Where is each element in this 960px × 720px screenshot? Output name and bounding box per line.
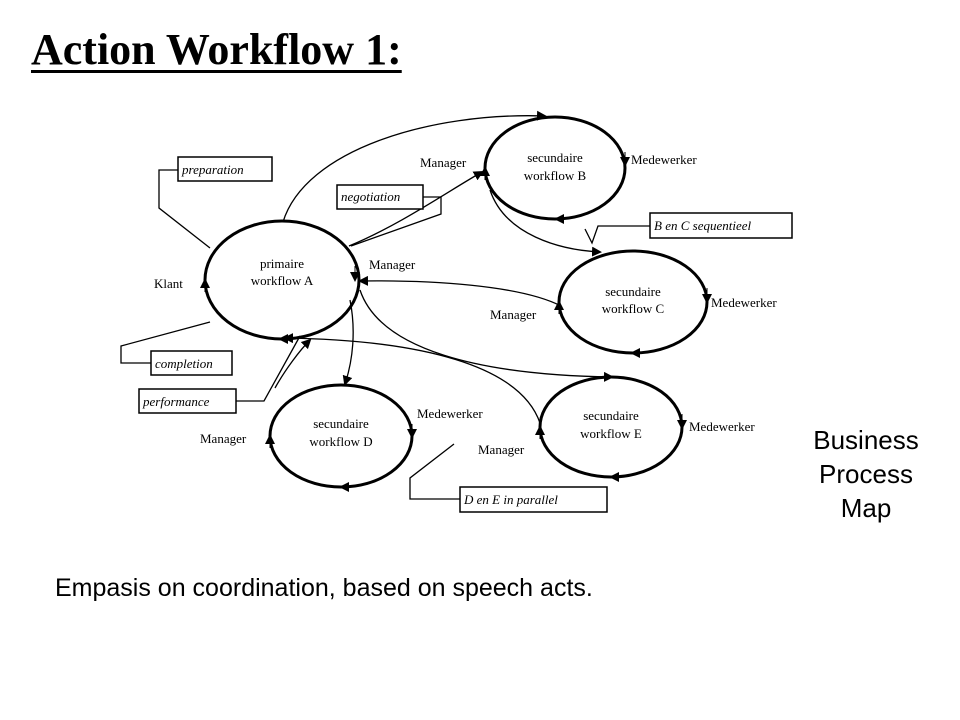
bpm-line1: Business [813,425,919,455]
connector-c-to-a [358,275,562,307]
node-c-label-line1: secundaire [605,284,661,299]
callout-performance: performance [138,335,301,414]
workflow-c-loop [554,249,712,358]
node-d-label-line1: secundaire [313,416,369,431]
role-manager-b: Manager [420,155,467,170]
node-b-label-line1: secundaire [527,150,583,165]
connector-e-to-a [283,333,541,424]
node-e-label-line2: workflow E [580,426,642,441]
note-d-en-e: D en E in parallel [409,443,608,513]
role-manager-d: Manager [200,431,247,446]
role-medewerker-c: Medewerker [711,295,777,310]
role-medewerker-d: Medewerker [417,406,483,421]
note-b-en-c: B en C sequentieel [584,212,793,245]
node-e-label-line1: secundaire [583,408,639,423]
node-c-label-line2: workflow C [602,301,664,316]
callout-completion: completion [120,321,233,376]
node-d-label-line2: workflow D [309,434,372,449]
bpm-line3: Map [840,493,892,523]
workflow-d-loop [265,383,417,492]
node-a-label-line1: primaire [260,256,304,271]
page-title: Action Workflow 1: [31,25,402,74]
role-medewerker-e: Medewerker [689,419,755,434]
caption: Empasis on coordination, based on speech… [55,574,593,602]
workflow-b-loop [480,115,630,224]
callout-negotiation-text: negotiation [341,189,400,204]
note-b-en-c-text: B en C sequentieel [654,218,751,233]
callout-preparation-text: preparation [181,162,244,177]
note-d-en-e-text: D en E in parallel [463,492,558,507]
business-process-map-label: Business Process Map [798,423,934,525]
role-manager-a: Manager [369,257,416,272]
role-manager-c: Manager [490,307,537,322]
connector-b-to-c [489,189,602,257]
callout-preparation: preparation [158,156,273,249]
node-a-label-line2: workflow A [251,273,314,288]
connector-a-to-d [342,299,354,386]
callout-performance-text: performance [142,394,210,409]
role-manager-e: Manager [478,442,525,457]
role-medewerker-b: Medewerker [631,152,697,167]
node-b-label-line2: workflow B [524,168,587,183]
callout-negotiation: negotiation [336,184,442,247]
bpm-line2: Process [819,459,913,489]
connector-a-to-e [359,289,614,382]
connector-a-to-b [282,110,547,223]
callout-completion-text: completion [155,356,213,371]
connector-d-to-a [274,338,312,389]
role-klant: Klant [154,276,183,291]
